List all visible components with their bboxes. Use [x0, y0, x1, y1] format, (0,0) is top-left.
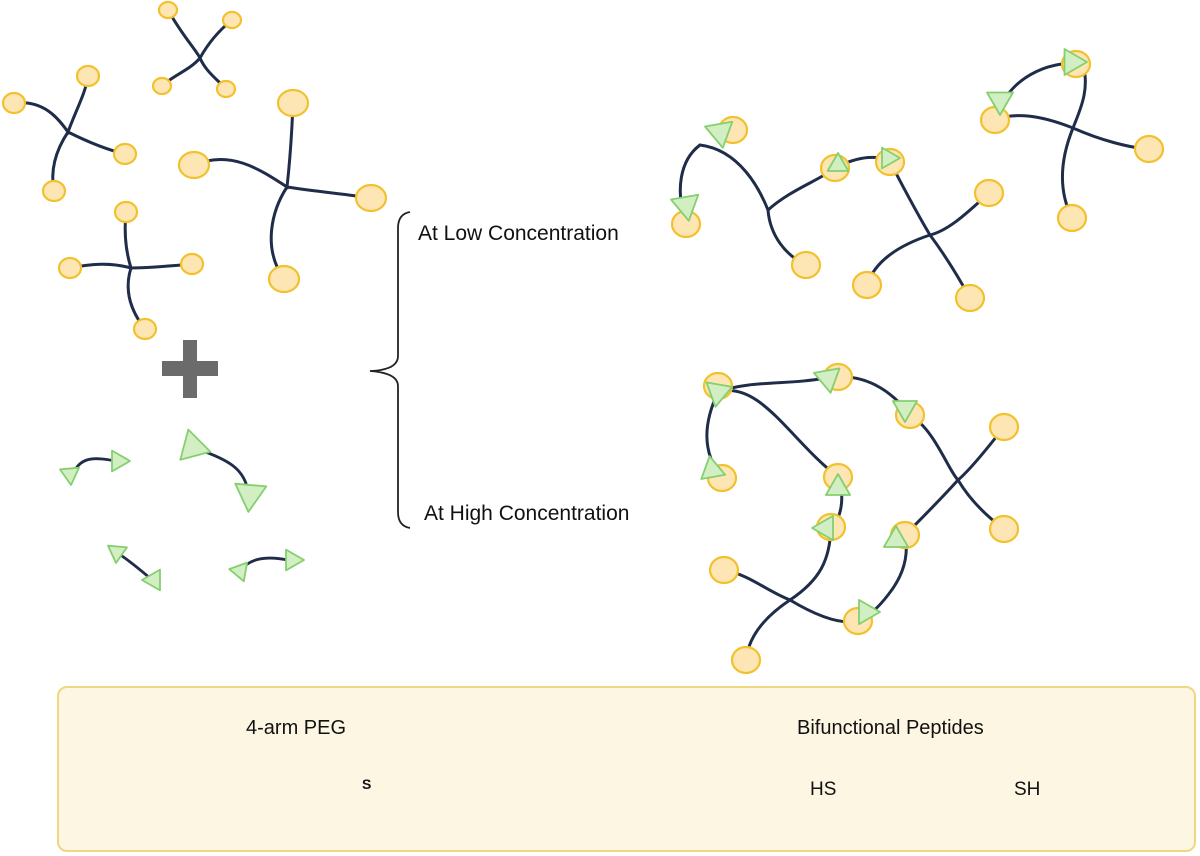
- peg-end-bead: [113, 200, 139, 224]
- curly-brace: [369, 211, 411, 529]
- peptide-end-triangle: [228, 561, 249, 583]
- peptide-end-triangle: [234, 482, 268, 513]
- legend-peptide-label: Bifunctional Peptides: [797, 717, 984, 739]
- peg-end-bead: [151, 76, 173, 96]
- peg-end-bead: [1133, 134, 1165, 164]
- peg-end-bead: [177, 150, 211, 180]
- peptide-end-triangle: [1063, 48, 1088, 76]
- peptide-end-triangle: [700, 455, 727, 480]
- peg-end-bead: [790, 250, 822, 280]
- peptide-end-triangle: [892, 400, 918, 423]
- plus-icon: [162, 340, 218, 398]
- peptide-end-triangle: [881, 146, 901, 170]
- peg-end-bead: [276, 88, 310, 118]
- peg-arm: [678, 143, 770, 226]
- peptide-end-triangle: [826, 152, 850, 172]
- peptide-end-triangle: [59, 466, 80, 486]
- peg-end-bead: [267, 264, 301, 294]
- peptide-end-triangle: [285, 548, 305, 572]
- peg-end-bead: [221, 10, 243, 30]
- peg-arm: [722, 525, 833, 602]
- peg-end-bead: [1, 91, 27, 115]
- peptide-end-triangle: [811, 515, 834, 541]
- peptide-end-triangle: [670, 193, 700, 222]
- peptide-end-triangle: [986, 91, 1014, 116]
- peptide-end-triangle: [141, 568, 161, 592]
- low-concentration-label: At Low Concentration: [418, 222, 619, 245]
- legend-box: [57, 686, 1196, 852]
- thiol-left-label: HS: [810, 779, 837, 800]
- peptide-end-triangle: [705, 381, 733, 408]
- peptide-end-triangle: [111, 449, 131, 473]
- peg-end-bead: [708, 555, 740, 585]
- peg-end-bead: [75, 64, 101, 88]
- sulfur-atom-label: S: [362, 776, 372, 792]
- peg-arm: [888, 160, 991, 237]
- peptide-end-triangle: [107, 544, 128, 564]
- peg-end-bead: [112, 142, 138, 166]
- peptide-end-triangle: [825, 473, 851, 496]
- peg-end-bead: [851, 270, 883, 300]
- peg-end-bead: [132, 317, 158, 341]
- peptide-linker: [120, 554, 152, 580]
- peg-end-bead: [157, 0, 179, 20]
- peg-end-bead: [988, 412, 1020, 442]
- peg-end-bead: [973, 178, 1005, 208]
- peg-end-bead: [57, 256, 83, 280]
- peg-end-bead: [179, 252, 205, 276]
- peg-end-bead: [979, 105, 1011, 135]
- peg-end-bead: [354, 183, 388, 213]
- peptide-linker: [72, 457, 118, 474]
- peptide-end-triangle: [813, 367, 841, 394]
- thiol-right-label: SH: [1014, 779, 1041, 800]
- peg-end-bead: [41, 179, 67, 203]
- peg-end-bead: [954, 283, 986, 313]
- high-concentration-label: At High Concentration: [424, 502, 630, 525]
- peptide-end-triangle: [704, 120, 734, 149]
- peg-end-bead: [730, 645, 762, 675]
- peptide-end-triangle: [858, 599, 881, 625]
- peg-end-bead: [1056, 203, 1088, 233]
- legend-peg-label: 4-arm PEG: [246, 717, 347, 739]
- peg-end-bead: [215, 79, 237, 99]
- peptide-end-triangle: [179, 428, 212, 461]
- peg-arm: [192, 101, 295, 190]
- peptide-end-triangle: [883, 525, 909, 548]
- peg-end-bead: [988, 514, 1020, 544]
